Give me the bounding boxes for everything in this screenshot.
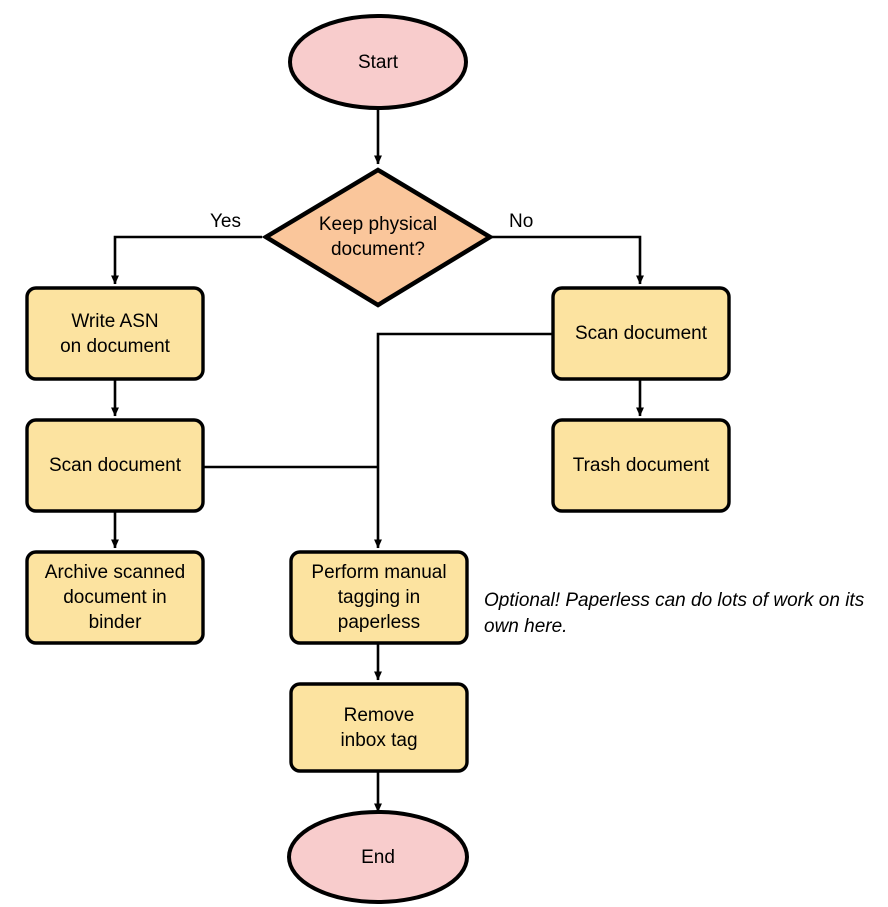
node-shape-scan-right[interactable]: [551, 286, 731, 381]
node-shape-remove-inbox[interactable]: [289, 682, 469, 773]
connector-group: [111, 104, 644, 813]
edge-label-no: No: [509, 211, 534, 232]
node-shape-write-asn[interactable]: [25, 286, 205, 381]
edge-label-yes: Yes: [210, 211, 241, 232]
edge-decision-no-to-scan-right: [492, 235, 644, 285]
node-shape-archive[interactable]: [25, 550, 205, 645]
node-shape-scan-left[interactable]: [25, 418, 205, 513]
optional-note-text: Optional! Paperless can do lots of work …: [484, 590, 865, 637]
node-shape-start[interactable]: [288, 14, 468, 110]
edge-decision-yes-to-write-asn: [111, 235, 262, 285]
node-shape-trash[interactable]: [551, 418, 731, 513]
node-shape-end[interactable]: [287, 810, 469, 904]
edge-scan-right-to-tagging: [374, 332, 552, 549]
node-shape-decision[interactable]: [261, 167, 495, 308]
node-shape-tagging[interactable]: [289, 550, 469, 645]
